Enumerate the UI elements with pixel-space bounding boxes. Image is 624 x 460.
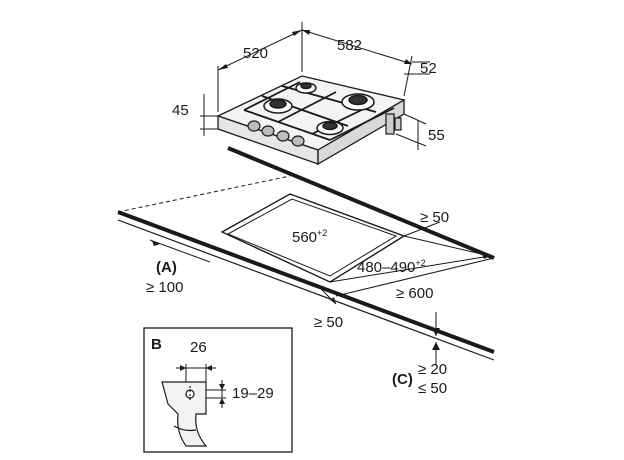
detail-b-range-label: 19–29 <box>232 385 274 402</box>
cutout-depth-label: 480–490+2 <box>357 258 426 276</box>
hob-knobs <box>247 120 305 147</box>
hob-dimension-lines <box>200 22 430 150</box>
hob-dimension-arrows <box>218 30 412 70</box>
hob-thickness-label: 45 <box>172 102 189 119</box>
cutout-dimension-lines <box>149 221 495 366</box>
hob-rear-offset-label: 52 <box>420 60 437 77</box>
rear-clearance-label: ≥ 50 <box>420 209 449 226</box>
cutout-width-label: 560+2 <box>292 228 327 246</box>
front-clearance-label: ≥ 50 <box>314 314 343 331</box>
detail-b-width-label: 26 <box>190 339 207 356</box>
ref-a-value-label: ≥ 100 <box>146 279 183 296</box>
side-clearance-label: ≥ 600 <box>396 285 433 302</box>
detail-b-drawing <box>161 381 208 447</box>
cutout-dimension-arrows <box>152 241 490 350</box>
hob-width-label: 582 <box>337 37 362 54</box>
ref-c-label: (C) <box>392 371 413 388</box>
hob-depth-label: 520 <box>243 45 268 62</box>
detail-b-arrows <box>180 365 225 404</box>
worktop <box>117 146 495 361</box>
hob-below-depth-label: 55 <box>428 127 445 144</box>
gas-connector <box>385 113 402 135</box>
hob-burners <box>263 82 375 136</box>
ref-a-label: (A) <box>156 259 177 276</box>
worktop-min-thickness-label: ≥ 20 <box>418 361 447 378</box>
worktop-max-thickness-label: ≤ 50 <box>418 380 447 397</box>
detail-b-title: B <box>151 336 162 353</box>
